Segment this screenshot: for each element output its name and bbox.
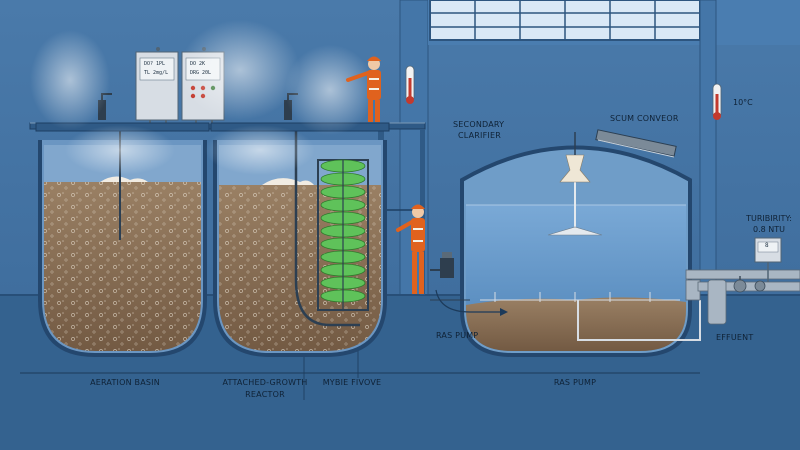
thermometer-left [405,65,415,104]
panel1-display-line1: DO? 1PL [144,61,166,67]
secondary-clarifier-tank [430,129,701,357]
thermometer-right [712,83,722,120]
ras-pump-bottom-label: RAS PUMP [553,378,597,387]
aeration-basin-label: AERATION BASIN [90,378,160,387]
effluent-label: EFFUENT [716,333,754,342]
panel1-display-line2: TL 2mg/L [144,70,169,76]
worker-on-floor [396,204,425,294]
ras-pump-arrow [435,289,508,316]
turbidity-label-line2: 0.8 NTU [753,225,785,234]
temperature-readout: 10°C [733,98,753,107]
ras-pump [430,252,454,278]
secondary-clarifier-label-line1: SECONDARY [453,120,505,129]
effluent-piping [685,269,800,325]
scum-conveyor-label: SCUM CONVEOR [610,114,679,123]
turbidity-label-line1: TURIBIRITY: [746,214,792,223]
panel2-display-line1: DO 2K [190,61,206,67]
steam-plumes [30,20,375,175]
attached-growth-reactor-label-line1: ATTACHED-GROWTH [222,378,308,387]
right-column [699,0,717,301]
secondary-clarifier-label-line2: CLARIFIER [458,131,501,140]
biomedia-stack [320,159,366,310]
media-label: MYBIE FIVOVE [322,378,382,387]
panel2-display-line2: DRG 20L [190,70,212,76]
control-panel-1 [135,47,179,128]
turbidity-meter-display: 8 [765,242,769,249]
ras-pump-arrow-label: RAS PUMP [436,331,479,340]
worker-on-catwalk [346,56,381,122]
attached-growth-reactor-label-line2: REACTOR [245,390,285,399]
turbidity-meter [754,237,782,282]
skylight-window [429,0,701,41]
